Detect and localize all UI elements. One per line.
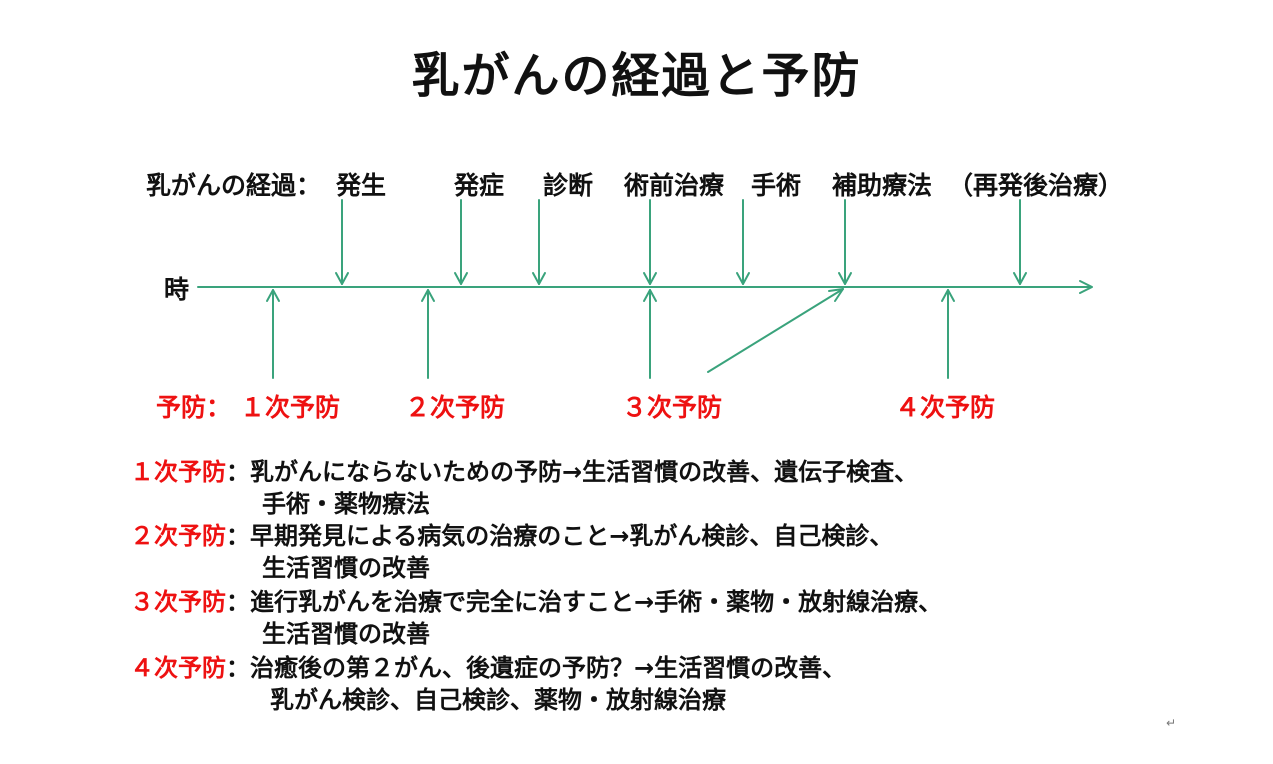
definition-2: ２次予防：早期発見による病気の治療のこと→乳がん検診、自己検診、	[130, 516, 893, 551]
definition-2-text: ：早期発見による病気の治療のこと→乳がん検診、自己検診、	[226, 522, 894, 550]
course-arrow-recurrence	[1013, 199, 1027, 285]
definition-3: ３次予防：進行乳がんを治療で完全に治すこと→手術・薬物・放射線治療、	[130, 582, 942, 617]
prevention-label: 予防：	[156, 393, 232, 422]
course-stage-onset: 発生	[336, 171, 387, 200]
paragraph-mark: ↵	[1166, 716, 1177, 730]
definition-1: １次予防：乳がんにならないための予防→生活習慣の改善、遺伝子検査、	[130, 452, 918, 487]
definition-4-continued: 乳がん検診、自己検診、薬物・放射線治療	[270, 686, 726, 714]
definition-4-key: ４次予防	[130, 654, 226, 682]
course-arrow-surgery	[736, 199, 750, 285]
prevention-arrow-3b	[707, 288, 844, 373]
course-stage-preop: 術前治療	[624, 171, 725, 200]
course-stage-surgery: 手術	[751, 171, 802, 200]
definition-2-key: ２次予防	[130, 522, 226, 550]
course-stage-diagnosis: 診断	[543, 171, 594, 200]
definition-3-key: ３次予防	[130, 588, 226, 616]
prevention-stage-3: ３次予防	[622, 393, 723, 422]
prevention-arrow-1	[266, 289, 280, 379]
definition-1-key: １次予防	[130, 458, 226, 486]
prevention-stage-2: ２次予防	[405, 393, 506, 422]
time-axis-arrowhead	[1079, 280, 1093, 294]
definition-3-continued: 生活習慣の改善	[262, 620, 430, 648]
prevention-arrow-3a	[643, 289, 657, 379]
course-arrow-onset	[335, 199, 349, 285]
prevention-arrow-4	[941, 289, 955, 379]
course-stage-adjuvant: 補助療法	[832, 171, 933, 200]
prevention-arrow-2	[421, 289, 435, 379]
course-arrow-adjuvant	[838, 199, 852, 285]
definition-3-text: ：進行乳がんを治療で完全に治すこと→手術・薬物・放射線治療、	[226, 588, 943, 616]
course-arrow-symptom	[454, 199, 468, 285]
definition-1-text: ：乳がんにならないための予防→生活習慣の改善、遺伝子検査、	[226, 458, 919, 486]
course-arrow-diagnosis	[532, 199, 546, 285]
course-label: 乳がんの経過：	[146, 171, 322, 200]
prevention-stage-1: １次予防	[240, 393, 341, 422]
definition-4-text: ：治癒後の第２がん、後遺症の予防？→生活習慣の改善、	[226, 654, 847, 682]
course-arrow-preop	[643, 199, 657, 285]
page-title: 乳がんの経過と予防	[411, 48, 862, 104]
definition-1-continued: 手術・薬物療法	[262, 490, 430, 518]
definition-2-continued: 生活習慣の改善	[262, 554, 430, 582]
definition-4: ４次予防：治癒後の第２がん、後遺症の予防？→生活習慣の改善、	[130, 648, 846, 683]
course-stage-symptom: 発症	[454, 171, 505, 200]
time-label: 時	[164, 275, 190, 304]
course-stage-recurrence: （再発後治療）	[948, 171, 1124, 200]
prevention-stage-4: ４次予防	[895, 393, 996, 422]
